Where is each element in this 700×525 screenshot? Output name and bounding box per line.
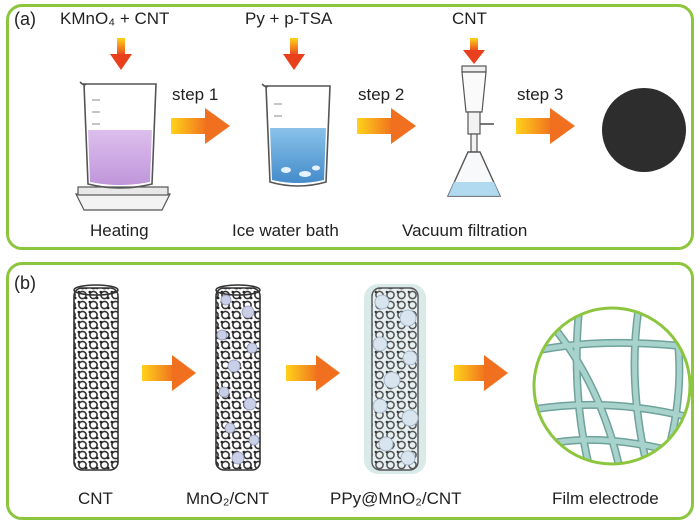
cnt-to-mno2-arrow xyxy=(142,355,196,391)
reagent-label-3: CNT xyxy=(452,9,487,28)
ppy-to-film-arrow xyxy=(454,355,508,391)
condition-vacuum-filtration: Vacuum filtration xyxy=(402,221,528,240)
caption-film-electrode: Film electrode xyxy=(552,489,659,508)
caption-ppy-mno2-cnt: PPy@MnO₂/CNT xyxy=(330,489,462,508)
mno2-cnt-tube-icon xyxy=(215,284,261,471)
beaker-heating-icon xyxy=(75,81,171,211)
condition-ice-bath: Ice water bath xyxy=(232,221,339,240)
film-disk-icon xyxy=(602,88,686,172)
reagent-arrow-3 xyxy=(463,38,485,64)
step-3-label: step 3 xyxy=(517,85,564,104)
vacuum-filtration-icon xyxy=(446,65,502,197)
step-1-label: step 1 xyxy=(172,85,219,104)
film-electrode-network-icon xyxy=(532,306,692,466)
caption-mno2-cnt: MnO₂/CNT xyxy=(186,489,270,508)
ppy-mno2-cnt-tube-icon xyxy=(364,284,426,474)
mno2-to-ppy-arrow xyxy=(286,355,340,391)
condition-heating: Heating xyxy=(90,221,149,240)
step-2-label: step 2 xyxy=(358,85,405,104)
panel-b-label: (b) xyxy=(14,273,36,293)
reagent-arrow-1 xyxy=(110,38,132,70)
step-2-arrow xyxy=(357,108,416,144)
beaker-ice-bath-icon xyxy=(261,83,331,187)
reagent-arrow-2 xyxy=(283,38,305,70)
reagent-label-2: Py + p-TSA xyxy=(245,9,333,28)
panel-a-label: (a) xyxy=(14,9,36,29)
step-1-arrow xyxy=(171,108,230,144)
cnt-tube-icon xyxy=(73,284,119,471)
step-3-arrow xyxy=(516,108,575,144)
reagent-label-1: KMnO₄ + CNT xyxy=(60,9,170,28)
caption-cnt: CNT xyxy=(78,489,113,508)
